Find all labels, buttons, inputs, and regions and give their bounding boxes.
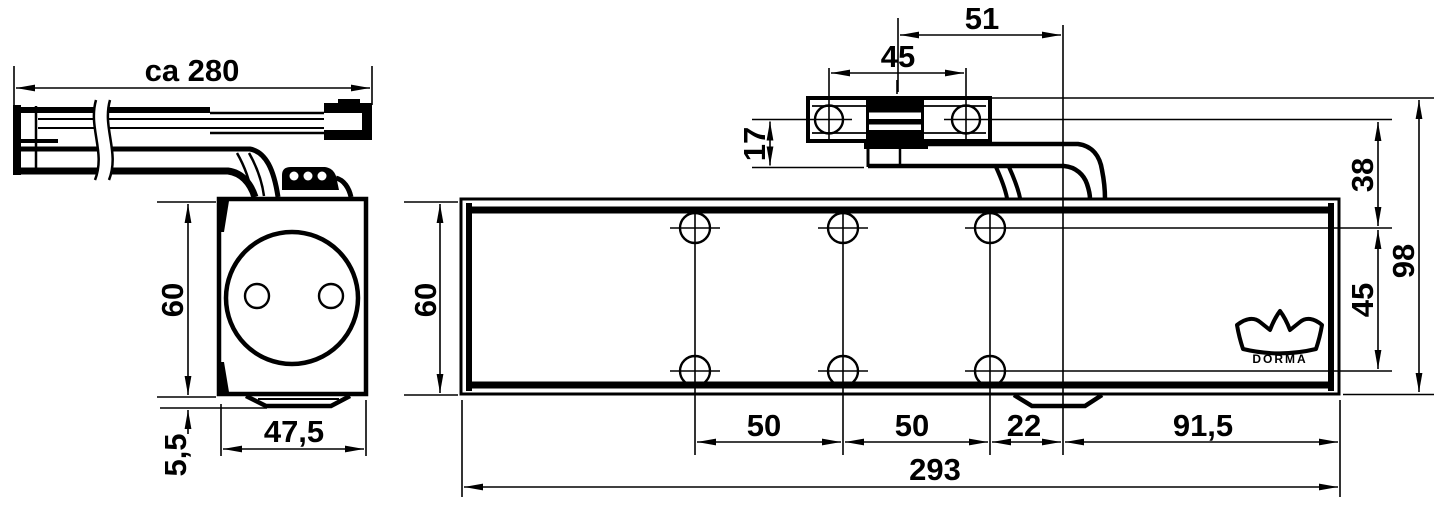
dim-label-spindle-to-axis: 51 — [965, 1, 999, 36]
dim-label-bracket-hole-spacing: 45 — [881, 39, 915, 74]
dim-label-hole-to-axis: 22 — [1007, 408, 1041, 443]
dim-label-axis-to-end: 91,5 — [1173, 408, 1233, 443]
front-arm — [866, 141, 1108, 200]
body-cam-circle — [223, 229, 361, 367]
dim-label-arm-length: ca 280 — [145, 53, 240, 88]
dim-label-hole-spacing-left: 50 — [747, 408, 781, 443]
dim-label-top-hole-offset: 38 — [1345, 158, 1380, 192]
dim-label-overall-height: 98 — [1386, 244, 1421, 278]
dim-label-bracket-height: 17 — [737, 127, 772, 161]
hole-bottom-3 — [973, 354, 1007, 388]
dim-label-front-body-height: 60 — [408, 283, 443, 317]
valve-hole-left — [243, 282, 271, 310]
dim-label-hole-row-spacing: 45 — [1345, 283, 1380, 317]
front-dimensions: 51 45 17 38 45 98 60 50 50 22 — [404, 1, 1434, 497]
crown-icon — [1235, 309, 1324, 356]
dim-label-body-length: 293 — [909, 452, 961, 487]
brand-logo: DORMA — [1235, 309, 1324, 366]
side-dimensions: ca 280 60 5,5 47,5 — [13, 53, 373, 477]
mounting-holes — [670, 211, 1392, 455]
valve-hole-right — [317, 282, 345, 310]
hole-top-3 — [973, 211, 1007, 245]
side-arm-shoe — [282, 167, 354, 198]
arm-bracket — [752, 68, 1392, 149]
dim-label-hole-spacing-right: 50 — [895, 408, 929, 443]
dim-label-body-width: 47,5 — [264, 414, 324, 449]
side-arm-assembly — [13, 99, 372, 199]
side-view: ca 280 60 5,5 47,5 — [13, 53, 373, 477]
front-body — [459, 197, 1341, 409]
side-rod-end-fitting — [324, 99, 372, 140]
front-foot — [1012, 393, 1104, 409]
hole-bottom-1 — [678, 354, 712, 388]
brand-name: DORMA — [1252, 352, 1307, 366]
hole-top-2 — [826, 211, 860, 245]
dim-label-side-body-height: 60 — [155, 283, 190, 317]
dim-label-base-offset: 5,5 — [158, 433, 193, 476]
side-body — [216, 196, 369, 409]
side-foot — [244, 393, 352, 409]
hole-bottom-2 — [826, 354, 860, 388]
front-view: DORMA 51 45 17 38 45 98 60 50 — [404, 1, 1434, 497]
hole-top-1 — [678, 211, 712, 245]
